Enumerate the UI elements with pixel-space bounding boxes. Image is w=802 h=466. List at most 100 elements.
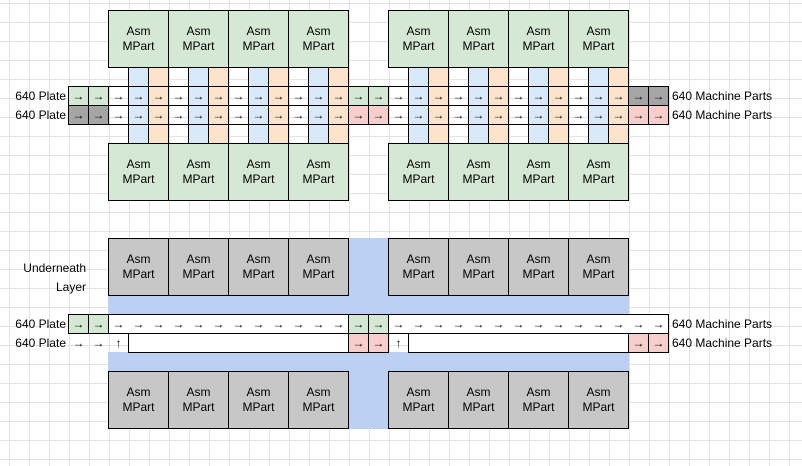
output-label-machine-parts-4: 640 Machine Parts [672,336,773,350]
belt-cell: → [468,105,489,125]
assembler-label-line1: Asm [526,24,551,38]
belt-cell: → [312,317,325,331]
belt-cell: → [452,317,465,331]
belt-cell: → [412,317,425,331]
belt-cell: → [632,317,645,331]
belt-cell: → [588,105,609,125]
belt-cell: → [332,317,345,331]
input-label-plate-1: 640 Plate [15,89,66,103]
belt-cell: → [132,317,145,331]
assembler-label-line2: MPart [582,172,615,186]
assembler-label-line1: Asm [466,24,491,38]
belt-cell: → [508,86,529,106]
assembler-label-line2: MPart [302,267,335,281]
assembler-label-line2: MPart [522,400,555,414]
assembler-label-line1: Asm [186,252,211,266]
assembler-label-line1: Asm [406,157,431,171]
belt-cell: → [368,333,389,353]
belt-cell: → [628,333,649,353]
belt-cell: → [408,86,429,106]
output-label-machine-parts-1: 640 Machine Parts [672,89,773,103]
belt-cell: → [152,317,165,331]
belt-cell: → [288,105,309,125]
assembler-label-line2: MPart [462,172,495,186]
belt-cell: → [292,317,305,331]
belt-cell: → [348,314,369,334]
assembler-label-line1: Asm [306,24,331,38]
belt-cell: → [588,86,609,106]
assembler-label-line1: Asm [186,24,211,38]
assembler-label-line2: MPart [182,172,215,186]
belt-cell: → [248,86,269,106]
assembler-label-line1: Asm [466,157,491,171]
input-label-plate-3: 640 Plate [15,317,66,331]
belt-cell: → [472,317,485,331]
assembler-label-line1: Asm [526,157,551,171]
assembler-label-line1: Asm [466,385,491,399]
belt-cell: → [648,86,669,106]
belt-cell: → [248,105,269,125]
assembler-label-line1: Asm [126,24,151,38]
assembler-label-line2: MPart [462,39,495,53]
belt-cell: → [88,314,109,334]
belt-cell: → [212,317,225,331]
assembler-label-line1: Asm [246,385,271,399]
belt-cell: → [612,317,625,331]
assembler-label-line2: MPart [122,39,155,53]
belt-cell: → [168,105,189,125]
assembler-label-line2: MPart [402,39,435,53]
belt-cell: → [652,317,665,331]
belt-cell: → [208,86,229,106]
belt-cell: ↑ [115,336,122,350]
belt-cell: → [168,86,189,106]
belt-cell: → [392,317,405,331]
assembler-label-line1: Asm [306,385,331,399]
belt-cell: → [348,86,369,106]
assembler-label-line1: Asm [246,252,271,266]
belt-cell: → [328,86,349,106]
belt-cell: → [68,314,89,334]
assembler-label-line1: Asm [586,24,611,38]
assembler-label-line2: MPart [582,267,615,281]
belt-cell: → [572,317,585,331]
belt-cell: → [528,86,549,106]
assembler-label-line1: Asm [586,252,611,266]
belt-cell: → [608,105,629,125]
underneath-layer-label-line1: Underneath [23,261,86,275]
belt-cell: → [348,333,369,353]
assembler-label-line2: MPart [122,400,155,414]
belt-cell: → [268,86,289,106]
